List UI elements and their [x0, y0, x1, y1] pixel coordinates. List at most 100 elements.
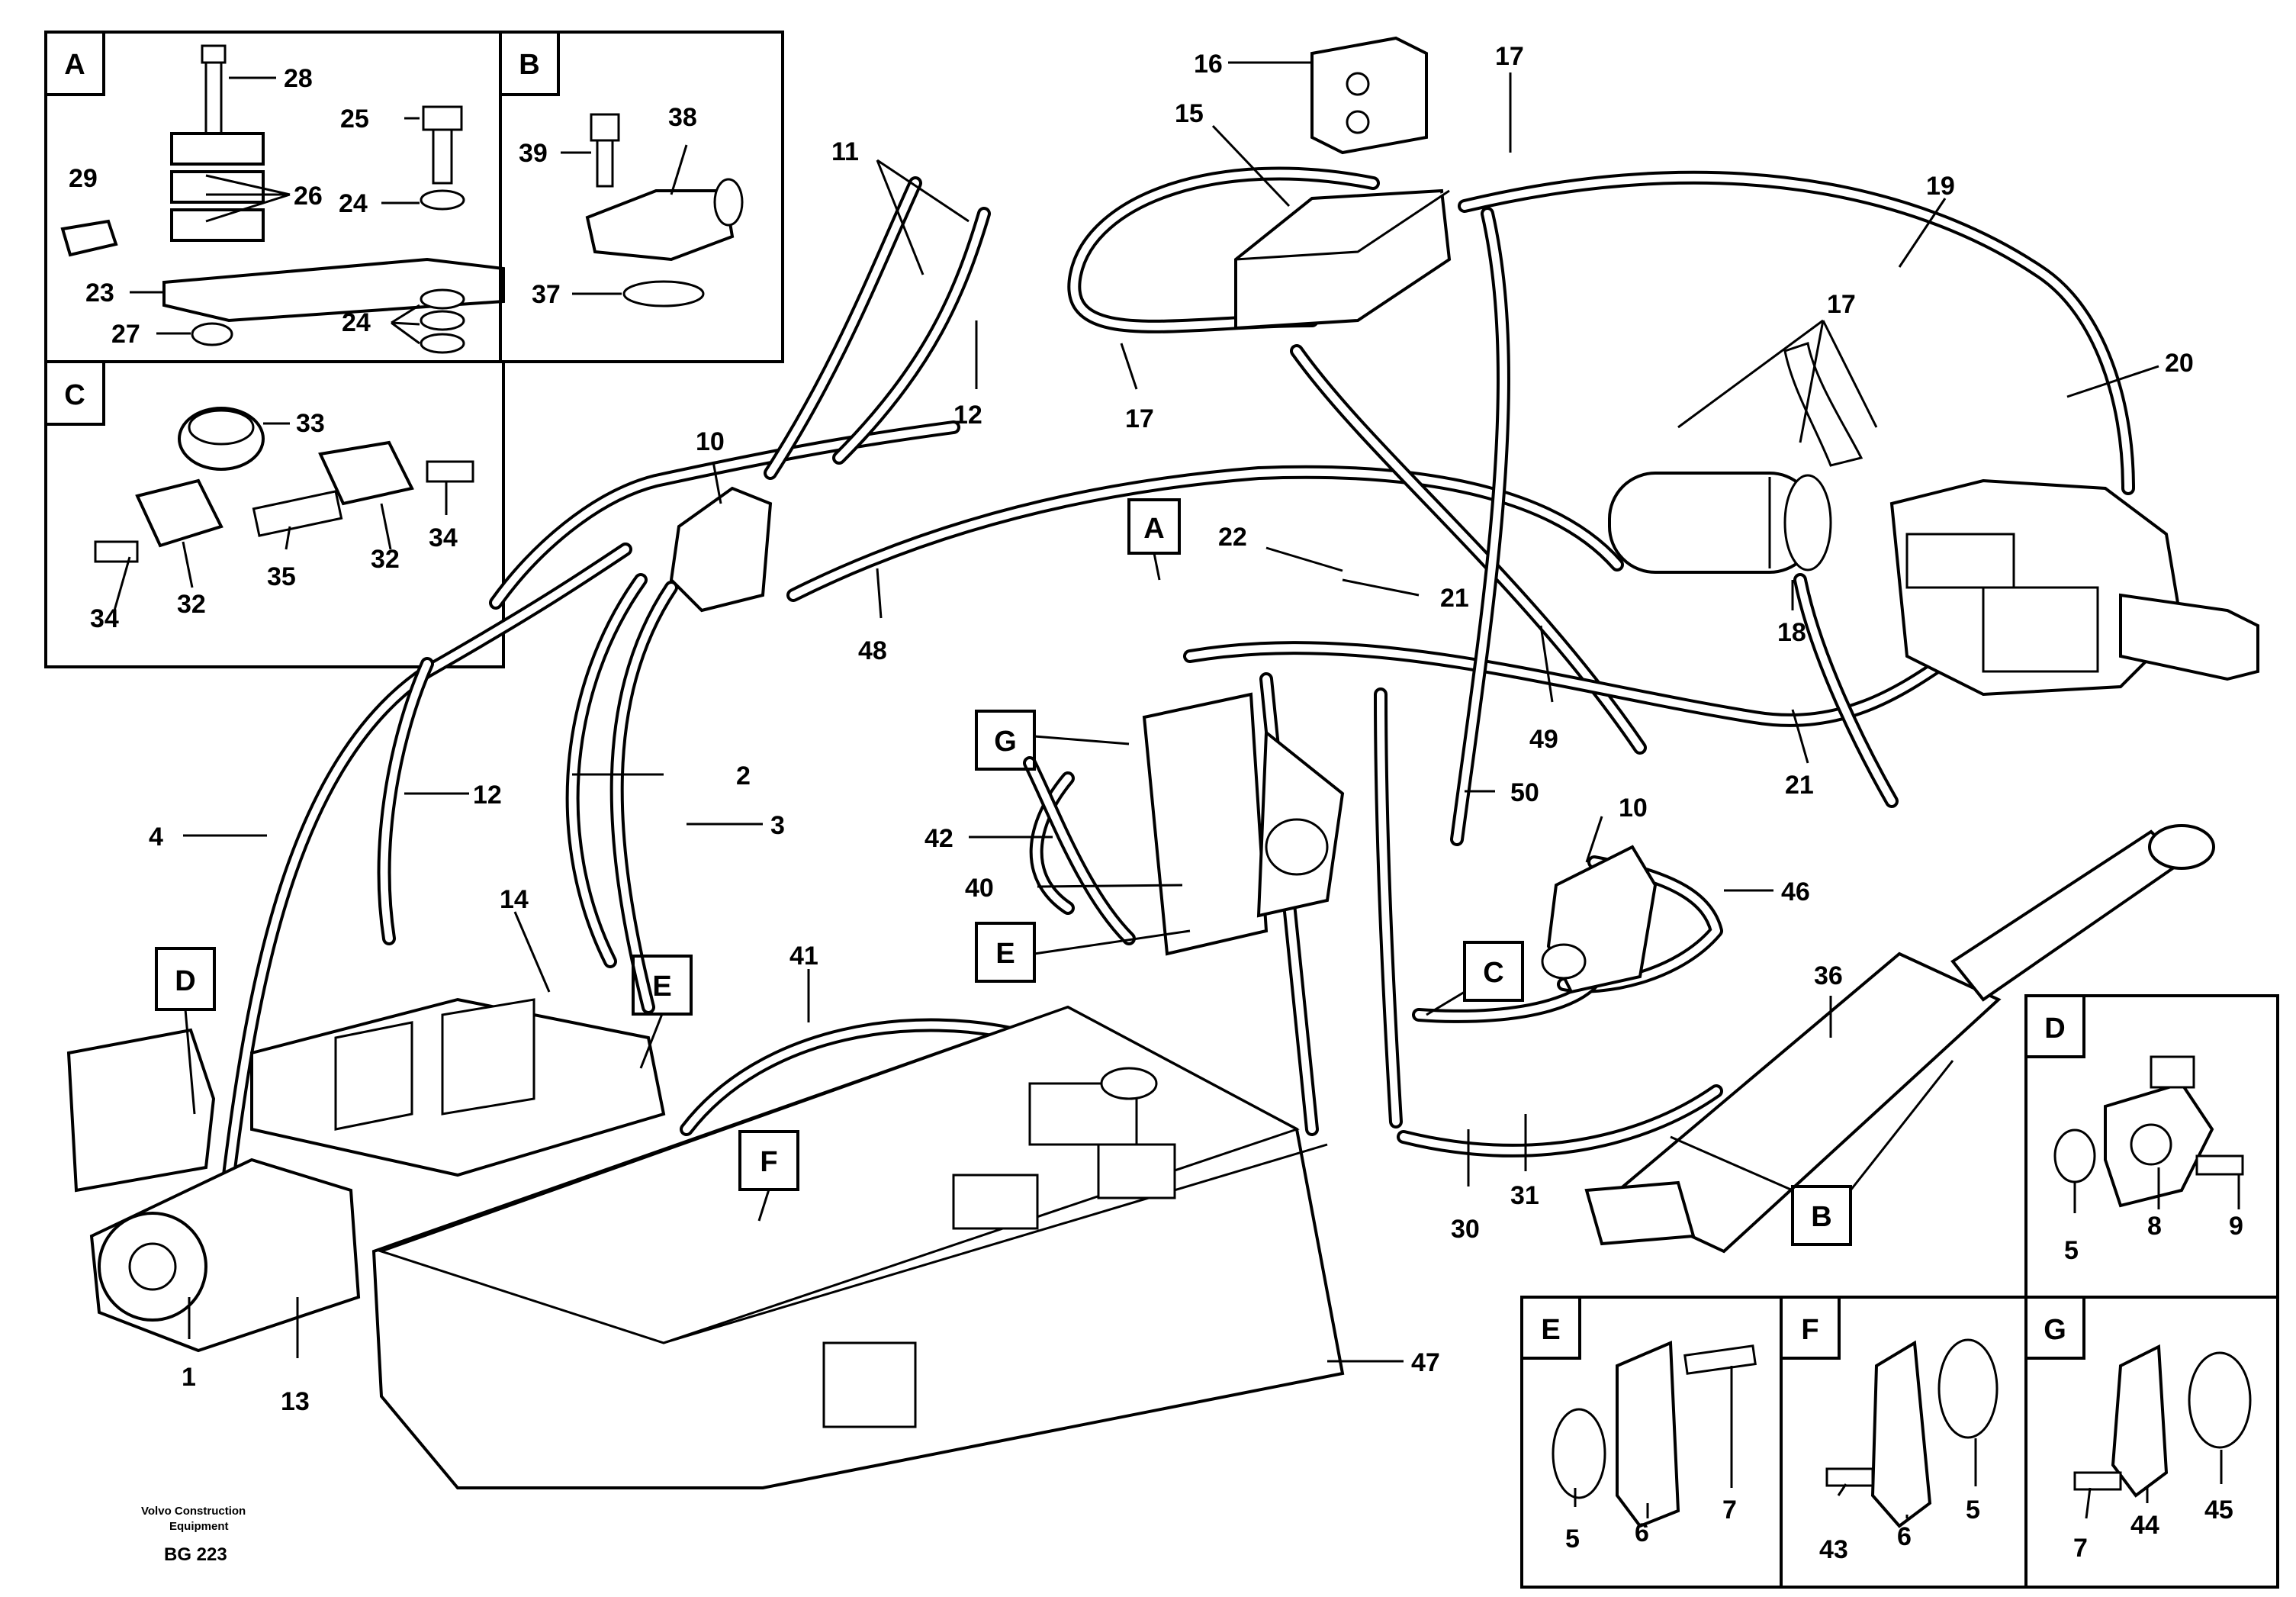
callout-18: 18: [1777, 618, 1806, 647]
detail-box-d-label: D: [2044, 1013, 2065, 1045]
callout-14: 14: [500, 885, 529, 914]
callout-41: 41: [789, 942, 818, 971]
footer-company-line2: Equipment: [169, 1520, 229, 1533]
callout-6-e: 6: [1635, 1518, 1649, 1547]
detail-box-f: F 43 6 5: [1780, 1296, 2027, 1589]
callout-21-lower: 21: [1785, 771, 1814, 800]
callout-37: 37: [532, 280, 561, 309]
callout-50: 50: [1510, 778, 1539, 807]
view-marker-b: B: [1670, 1060, 1954, 1246]
callout-21-upper: 21: [1440, 584, 1469, 613]
footer-code: BG 223: [164, 1544, 227, 1565]
valve-d-block: [66, 1028, 216, 1193]
svg-text:C: C: [1483, 957, 1503, 989]
callout-28: 28: [284, 64, 313, 93]
callout-44: 44: [2130, 1511, 2159, 1540]
callout-27: 27: [111, 320, 140, 349]
accumulator-18: [1608, 472, 1832, 574]
callout-12-upper: 12: [953, 401, 982, 430]
detail-box-g: G 7 44 45: [2024, 1296, 2279, 1589]
view-marker-e-valve: E: [975, 922, 1191, 983]
callout-5-f: 5: [1966, 1496, 1980, 1525]
callout-34-right: 34: [429, 523, 458, 552]
steering-cylinder-36: [1584, 824, 2215, 1254]
valve-16: [1310, 36, 1428, 155]
detail-box-e-label: E: [1541, 1314, 1560, 1346]
callout-4: 4: [149, 823, 163, 852]
callout-35: 35: [267, 562, 296, 591]
view-markers: A B C D E F G: [155, 498, 1954, 1246]
callout-39: 39: [519, 139, 548, 168]
callout-17-mid: 17: [1125, 404, 1154, 433]
callout-48: 48: [858, 636, 887, 665]
main-callouts: 16 17 15 11 19 12 17 17 20 10 22 21 18 4…: [149, 42, 2194, 1416]
callout-17-top: 17: [1495, 42, 1524, 71]
callout-12-lower: 12: [473, 781, 502, 810]
callout-47: 47: [1411, 1348, 1440, 1377]
callout-10-lower: 10: [1619, 794, 1648, 823]
callout-19: 19: [1926, 172, 1955, 201]
callout-5-d: 5: [2064, 1236, 2079, 1265]
svg-text:E: E: [652, 971, 671, 1003]
callout-25: 25: [340, 105, 369, 134]
callout-24-bottom: 24: [342, 308, 371, 337]
callout-13: 13: [281, 1387, 310, 1416]
callout-43: 43: [1819, 1535, 1848, 1564]
callout-36: 36: [1814, 961, 1843, 990]
gearbox-14: [250, 997, 666, 1177]
svg-text:A: A: [1143, 513, 1164, 545]
callout-11: 11: [831, 137, 859, 166]
tank-47: [371, 1005, 1345, 1489]
view-marker-c: C: [1426, 941, 1524, 1016]
cylinder-20-hose-wrap: [1783, 342, 1863, 467]
pump-1: [89, 1158, 361, 1353]
detail-box-e: E 5 6 7: [1520, 1296, 1783, 1589]
callout-1: 1: [182, 1363, 196, 1392]
steering-valve-20: [1889, 478, 2259, 697]
detail-box-c-label: C: [64, 379, 85, 411]
callout-40: 40: [965, 874, 994, 903]
svg-text:G: G: [994, 726, 1017, 758]
callout-10-upper: 10: [696, 427, 725, 456]
detail-box-g-label: G: [2044, 1314, 2066, 1346]
callout-15: 15: [1175, 99, 1204, 128]
callout-33: 33: [296, 409, 325, 438]
valve-10-upper: [669, 486, 773, 613]
callout-7-e: 7: [1722, 1496, 1737, 1525]
callout-42: 42: [925, 824, 953, 853]
view-marker-d: D: [155, 947, 216, 1115]
callout-8: 8: [2147, 1212, 2162, 1241]
callout-2: 2: [736, 761, 751, 790]
callout-31: 31: [1510, 1181, 1539, 1210]
callout-3: 3: [770, 811, 785, 840]
callout-46: 46: [1781, 877, 1810, 906]
callout-49: 49: [1529, 725, 1558, 754]
footer-company-line1: Volvo Construction: [141, 1505, 246, 1518]
callout-9: 9: [2229, 1212, 2243, 1241]
detail-box-c: C 33 34 35 32 34 32: [44, 360, 505, 668]
valve-10-lower: [1541, 845, 1658, 994]
callout-34-left: 34: [90, 604, 119, 633]
callout-26: 26: [294, 182, 323, 211]
svg-text:B: B: [1811, 1201, 1831, 1233]
detail-box-d: D 5 8 9: [2024, 994, 2279, 1299]
callout-38: 38: [668, 103, 697, 132]
svg-text:F: F: [760, 1146, 777, 1178]
svg-text:D: D: [175, 965, 195, 997]
callout-17-right: 17: [1827, 290, 1856, 319]
callout-23: 23: [85, 279, 114, 307]
svg-text:E: E: [995, 938, 1015, 970]
callout-29: 29: [69, 164, 98, 193]
footer: Volvo Construction Equipment BG 223: [141, 1505, 246, 1565]
valve-block-15: [1234, 188, 1452, 330]
view-marker-e-tank: E: [632, 955, 693, 1069]
hose-routing: [222, 166, 2135, 1182]
callout-32-right: 32: [371, 545, 400, 574]
callout-45: 45: [2204, 1496, 2233, 1525]
view-marker-g: G: [975, 710, 1130, 771]
view-marker-a: A: [1127, 498, 1181, 581]
view-marker-f: F: [738, 1130, 799, 1222]
callout-24-top: 24: [339, 189, 368, 218]
detail-box-b: B 39 38 37: [499, 31, 784, 363]
